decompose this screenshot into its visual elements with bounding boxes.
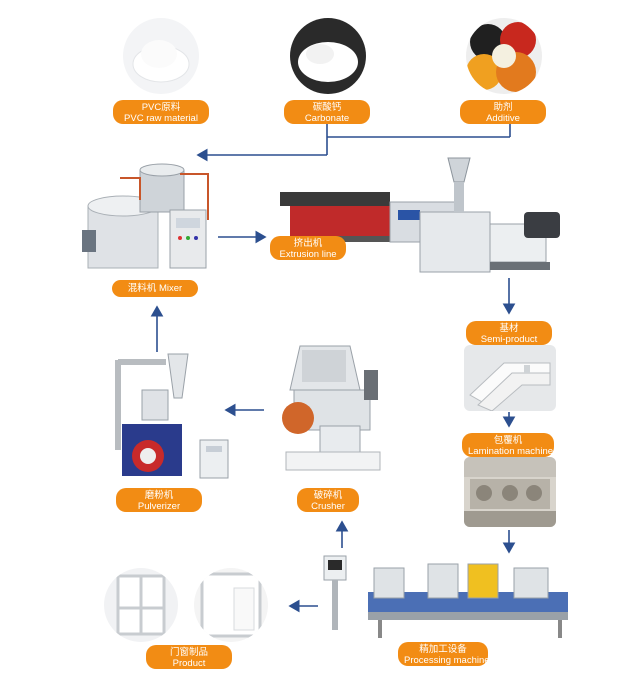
- pvc-label-en: PVC raw material: [124, 113, 198, 124]
- mixer-image: [80, 160, 215, 275]
- extrusion-label-cn: 挤出机: [293, 238, 323, 249]
- product-label: 门窗制品 Product: [146, 645, 232, 669]
- processing-label-cn: 精加工设备: [419, 644, 467, 655]
- mixer-label-cn: 混料机: [127, 283, 157, 294]
- crusher-image: [280, 340, 390, 480]
- pvc-label-cn: PVC原料: [141, 102, 181, 113]
- carbonate-powder-image: [290, 18, 366, 94]
- product-image-1: [104, 568, 178, 642]
- processing-label: 精加工设备 Processing machine: [398, 642, 490, 666]
- semi-product-label-en: Semi-product: [480, 334, 538, 345]
- crusher-label: 破碎机 Crusher: [297, 488, 359, 512]
- extrusion-label-en: Extrusion line: [279, 249, 337, 260]
- semi-product-label: 基材 Semi-product: [466, 321, 552, 345]
- pulverizer-label: 磨粉机 Pulverizer: [116, 488, 202, 512]
- processing-machine-image: [318, 552, 578, 642]
- semi-product-image: [464, 345, 556, 411]
- mixer-label: 混料机 Mixer: [112, 280, 198, 297]
- carbonate-label: 碳酸钙 Carbonate: [284, 100, 370, 124]
- lamination-label: 包覆机 Lamination machine: [462, 433, 554, 457]
- carbonate-label-cn: 碳酸钙: [312, 102, 342, 113]
- lamination-machine-image: [464, 457, 556, 527]
- product-label-cn: 门窗制品: [169, 647, 208, 658]
- pulverizer-image: [96, 350, 246, 482]
- pvc-powder-image: [123, 18, 199, 94]
- crusher-label-en: Crusher: [311, 501, 345, 512]
- mixer-label-text: 混料机 Mixer: [118, 283, 192, 294]
- additive-label-en: Additive: [486, 113, 520, 124]
- additive-label: 助剂 Additive: [460, 100, 546, 124]
- carbonate-label-en: Carbonate: [304, 113, 350, 124]
- additive-label-cn: 助剂: [493, 102, 513, 113]
- crusher-label-cn: 破碎机: [313, 490, 343, 501]
- lamination-label-cn: 包覆机: [493, 435, 523, 446]
- pulverizer-label-cn: 磨粉机: [144, 490, 174, 501]
- pvc-label: PVC原料 PVC raw material: [113, 100, 209, 124]
- pulverizer-label-en: Pulverizer: [137, 501, 181, 512]
- extrusion-line-image: [270, 152, 570, 280]
- extrusion-label: 挤出机 Extrusion line: [270, 236, 346, 260]
- semi-product-label-cn: 基材: [499, 323, 519, 334]
- additive-powder-image: [466, 18, 542, 94]
- lamination-label-en: Lamination machine: [468, 446, 554, 457]
- product-image-2: [194, 568, 268, 642]
- product-label-en: Product: [172, 658, 206, 669]
- arrow-raw-to-mixer: [196, 122, 511, 162]
- processing-label-en: Processing machine: [404, 655, 490, 666]
- mixer-label-en: Mixer: [158, 283, 183, 294]
